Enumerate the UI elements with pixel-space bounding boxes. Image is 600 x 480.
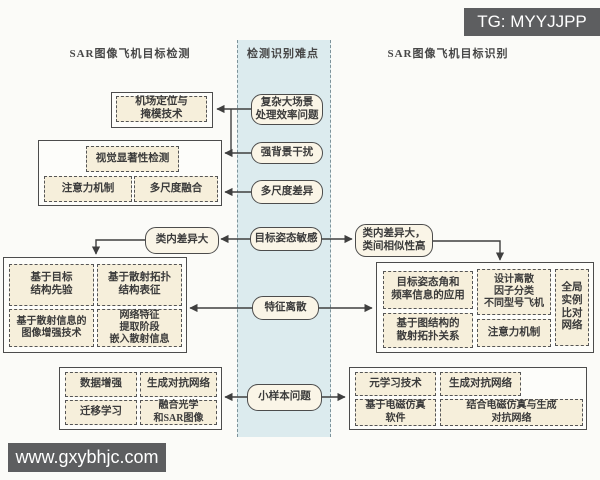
box-graph-scattering: 基于图结构的 散射拓扑关系: [383, 313, 473, 348]
node-background-clutter: 强背景干扰: [251, 142, 323, 164]
node-scale-variation: 多尺度差异: [251, 180, 323, 204]
group-visual-saliency: 视觉显著性检测 注意力机制 多尺度融合: [38, 140, 222, 206]
box-detection-gan: 生成对抗网络: [140, 372, 217, 397]
box-network-scattering: 网络特征 提取阶段 嵌入散射信息: [97, 309, 182, 347]
node-few-shot: 小样本问题: [247, 384, 322, 411]
header-detection: SAR图像飞机目标检测: [69, 48, 191, 60]
box-scattering-enhancement: 基于散射信息的 图像增强技术: [9, 309, 94, 347]
node-feature-discreteness: 特征离散: [252, 296, 319, 320]
watermark-website: www.gxybhjc.com: [8, 443, 166, 472]
group-recognition-methods: 目标姿态角和 频率信息的应用 设计离散 因子分类 不同型号飞机 全局 实例 比对…: [376, 262, 594, 353]
box-meta-learning: 元学习技术: [355, 372, 436, 396]
node-intra-inter-class: 类内差异大， 类间相似性高: [355, 224, 433, 257]
group-airport-masking: 机场定位与 掩模技术: [111, 92, 213, 128]
header-difficulties: 检测识别难点: [247, 48, 319, 60]
box-recognition-attention: 注意力机制: [477, 319, 551, 347]
node-intra-class-variance: 类内差异大: [145, 227, 219, 254]
box-attention-mechanism: 注意力机制: [44, 176, 132, 202]
box-visual-saliency: 视觉显著性检测: [86, 146, 179, 172]
box-em-gan: 结合电磁仿真与生成 对抗网络: [440, 399, 583, 426]
box-target-structure-prior: 基于目标 结构先验: [9, 264, 94, 306]
box-transfer-learning: 迁移学习: [65, 400, 137, 425]
box-optical-sar-fusion: 融合光学 和SAR图像: [140, 400, 217, 425]
box-recognition-gan: 生成对抗网络: [440, 372, 521, 396]
box-scattering-topology: 基于散射拓扑 结构表征: [97, 264, 182, 306]
node-pose-sensitivity: 目标姿态敏感: [250, 227, 322, 251]
box-pose-frequency: 目标姿态角和 频率信息的应用: [383, 271, 473, 309]
node-complex-scene: 复杂大场景 处理效率问题: [251, 94, 323, 125]
box-em-simulation: 基于电磁仿真 软件: [355, 399, 436, 426]
box-multiscale-fusion: 多尺度融合: [134, 176, 218, 202]
header-recognition: SAR图像飞机目标识别: [387, 48, 509, 60]
box-data-augmentation: 数据增强: [65, 372, 137, 397]
box-global-instance-network: 全局 实例 比对 网络: [555, 269, 589, 346]
group-structure-scattering: 基于目标 结构先验 基于散射拓扑 结构表征 基于散射信息的 图像增强技术 网络特…: [3, 257, 187, 353]
box-discrete-factor: 设计离散 因子分类 不同型号飞机: [477, 269, 551, 315]
box-airport-masking: 机场定位与 掩模技术: [116, 96, 207, 122]
group-detection-few-shot: 数据增强 生成对抗网络 迁移学习 融合光学 和SAR图像: [59, 367, 222, 430]
watermark-telegram: TG: MYYJJPP: [464, 8, 600, 36]
group-recognition-few-shot: 元学习技术 生成对抗网络 基于电磁仿真 软件 结合电磁仿真与生成 对抗网络: [349, 367, 587, 430]
